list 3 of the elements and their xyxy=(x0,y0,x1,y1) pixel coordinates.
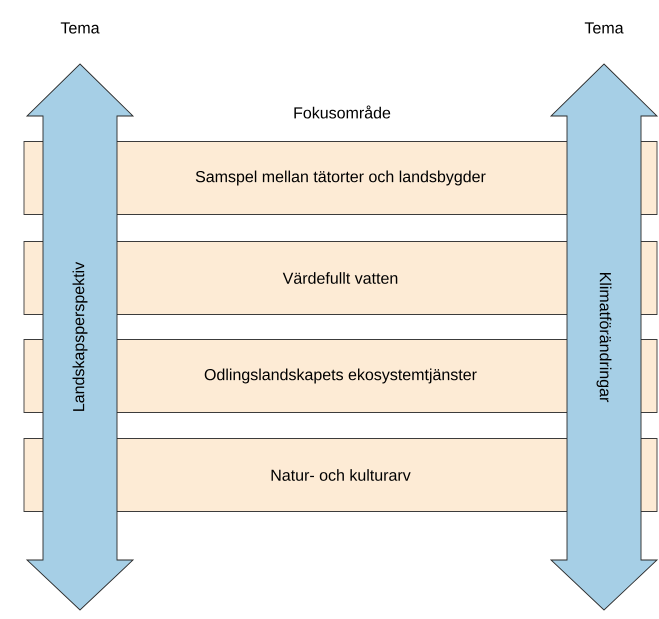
heading-label: Fokusområde xyxy=(294,105,390,119)
heading-label: Tema xyxy=(584,22,624,34)
heading-label: Tema xyxy=(60,22,100,34)
